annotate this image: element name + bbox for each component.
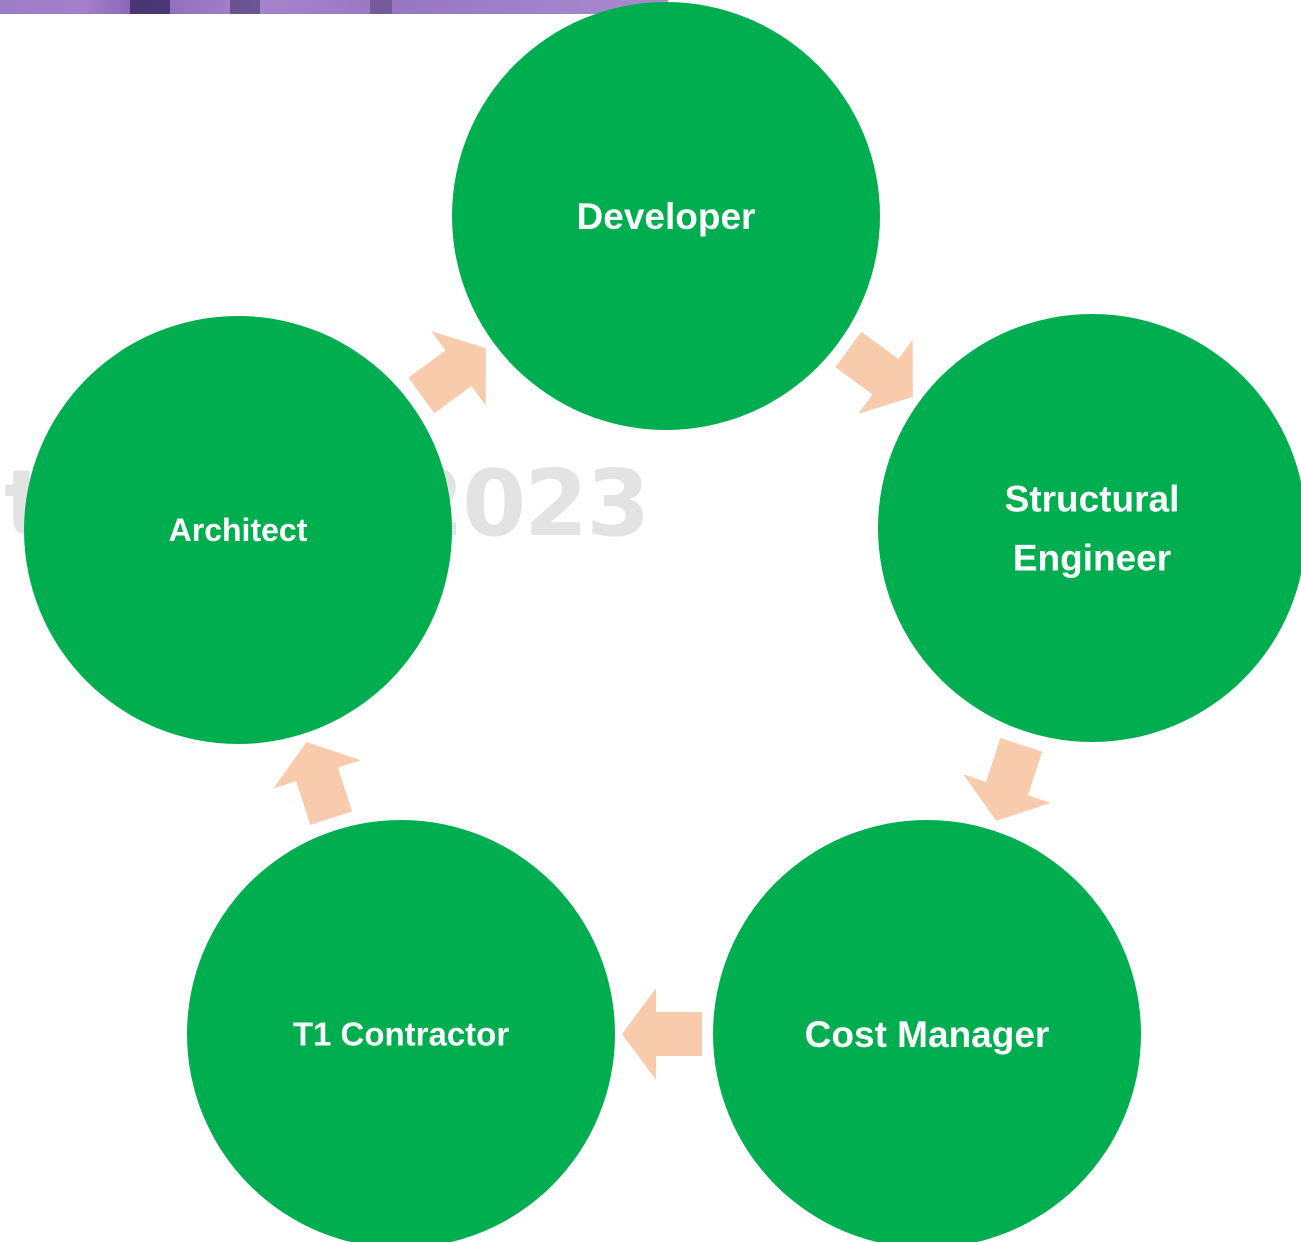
node-circle — [713, 820, 1141, 1242]
banner-shade-left — [130, 0, 170, 14]
banner-shade-mid — [230, 0, 260, 14]
node-label: Architect — [169, 512, 308, 548]
arrow-shape — [408, 331, 486, 414]
node-label: Structural — [1005, 478, 1180, 519]
arrow-shape — [963, 738, 1051, 821]
node-label: Engineer — [1013, 538, 1171, 579]
node-circle — [452, 2, 880, 430]
node-circle — [878, 314, 1301, 742]
cycle-arrows — [273, 331, 1051, 1080]
arrow-shape — [273, 742, 361, 825]
header-photo-banner — [0, 0, 670, 14]
arrow-structural-engineer-to-cost-manager — [963, 738, 1051, 821]
node-cost-manager: Cost Manager — [713, 820, 1141, 1242]
arrow-architect-to-developer — [408, 331, 486, 414]
node-label: Cost Manager — [805, 1014, 1050, 1055]
node-architect: Architect — [24, 316, 452, 744]
arrow-shape — [835, 331, 913, 414]
arrow-shape — [622, 988, 702, 1080]
arrow-t1-contractor-to-architect — [273, 742, 361, 825]
node-t1-contractor: T1 Contractor — [187, 820, 615, 1242]
node-label: T1 Contractor — [293, 1016, 510, 1053]
node-label: Developer — [577, 196, 756, 237]
arrow-developer-to-structural-engineer — [835, 331, 913, 414]
banner-shade-right — [370, 0, 392, 14]
node-developer: Developer — [452, 2, 880, 430]
node-circle — [187, 820, 615, 1242]
node-circle — [24, 316, 452, 744]
arrow-cost-manager-to-t1-contractor — [622, 988, 702, 1080]
